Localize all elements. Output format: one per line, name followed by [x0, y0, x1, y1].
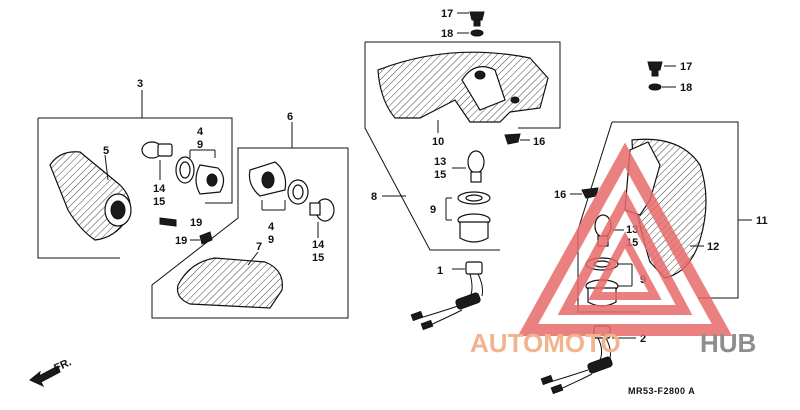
callout-7: 7 — [256, 241, 262, 253]
assembly-8-outline — [364, 41, 561, 251]
watermark-text-primary: AUTOMOTO — [470, 328, 621, 358]
callout-2: 2 — [640, 333, 646, 345]
callout-13-tail: 13 — [434, 156, 446, 168]
callout-9-left: 9 — [197, 139, 203, 151]
callout-17-top: 17 — [441, 8, 453, 20]
washer-18-top — [470, 29, 484, 37]
callout-15-tail: 15 — [434, 169, 446, 181]
position-light-lens-7 — [176, 257, 283, 309]
callout-6: 6 — [287, 111, 293, 123]
callout-14-position: 14 — [312, 239, 325, 251]
callout-8: 8 — [371, 191, 377, 203]
harness-connector-1 — [465, 261, 483, 275]
front-direction-arrow: FR. — [29, 356, 73, 388]
callout-3: 3 — [137, 78, 143, 90]
callout-15-position: 15 — [312, 252, 324, 264]
watermark: AUTOMOTO HUB — [470, 142, 756, 358]
front-position-light-assembly: 6 4 9 14 15 7 — [151, 111, 349, 319]
harness-sleeve-2 — [587, 356, 613, 374]
front-label: FR. — [52, 356, 73, 374]
callout-9-tail: 9 — [430, 204, 436, 216]
socket-9-tail — [459, 221, 489, 243]
assembly-6-outline — [151, 147, 349, 319]
callout-5: 5 — [103, 145, 109, 157]
assembly-3-outline — [37, 117, 233, 259]
callout-11: 11 — [756, 215, 768, 227]
callout-17-right: 17 — [680, 61, 692, 73]
screw-19-lower — [199, 231, 213, 245]
callout-1: 1 — [437, 265, 443, 277]
tail-light-housing-10 — [377, 51, 549, 123]
callout-16-right: 16 — [554, 189, 566, 201]
watermark-text-secondary: HUB — [700, 328, 756, 358]
washer-18-right — [648, 83, 662, 91]
bulb-13-tail — [467, 150, 485, 174]
callout-4-position: 4 — [268, 221, 275, 233]
callout-19-lower: 19 — [175, 235, 187, 247]
callout-16-tail: 16 — [533, 136, 545, 148]
callout-10: 10 — [432, 136, 444, 148]
screw-17-right — [647, 61, 663, 71]
harness-sleeve-1 — [455, 292, 481, 310]
callout-14-left: 14 — [153, 183, 166, 195]
callout-12: 12 — [707, 241, 719, 253]
callout-15-left: 15 — [153, 196, 165, 208]
callout-9-position: 9 — [268, 234, 274, 246]
drawing-code: MR53-F2800 A — [628, 386, 695, 396]
callout-18-top: 18 — [441, 28, 453, 40]
front-arrow-icon — [29, 365, 61, 388]
screw-16-tail — [504, 133, 521, 145]
callout-18-right: 18 — [680, 82, 692, 94]
screw-19-upper — [159, 217, 177, 227]
callout-19-upper: 19 — [190, 217, 202, 229]
screw-17-top — [469, 11, 485, 21]
front-left-turn-signal-assembly: 3 5 14 15 4 9 19 19 — [37, 78, 233, 259]
callout-4-left: 4 — [197, 126, 204, 138]
watermark-triangle-logo — [517, 142, 733, 336]
tail-light-assembly: 8 17 18 10 16 13 15 9 — [364, 8, 561, 331]
